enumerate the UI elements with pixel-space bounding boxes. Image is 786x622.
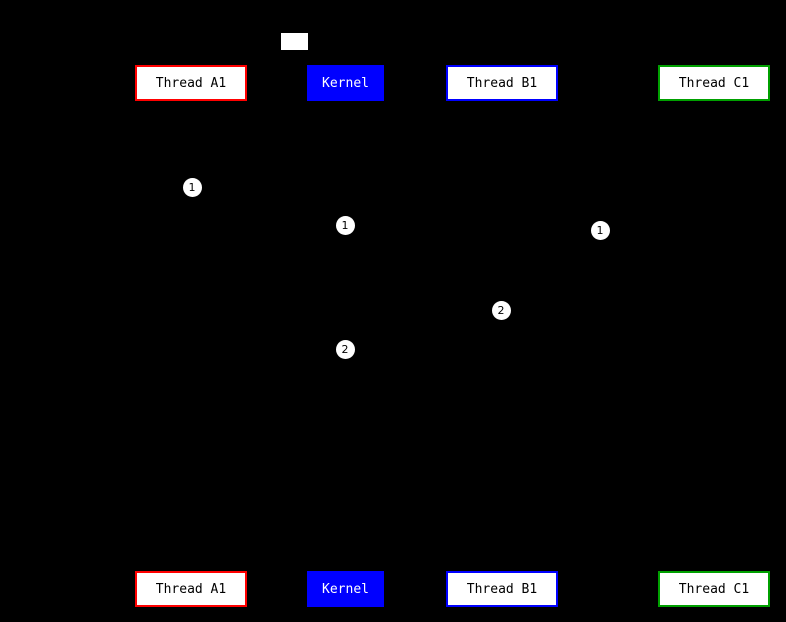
lifeline-kernel [345, 101, 346, 571]
participant-thread-a1-bottom: Thread A1 [135, 571, 247, 607]
white-note-box [281, 33, 308, 50]
step-marker-2: 2 [491, 300, 511, 320]
lifeline-thread-a1 [190, 101, 192, 571]
participant-thread-c1-top: Thread C1 [658, 65, 770, 101]
participant-thread-a1-top: Thread A1 [135, 65, 247, 101]
participant-kernel-bottom: Kernel [307, 571, 384, 607]
step-marker-1: 1 [590, 220, 610, 240]
step-marker-1: 1 [335, 215, 355, 235]
lifeline-thread-c1 [713, 101, 715, 571]
participant-thread-c1-bottom: Thread C1 [658, 571, 770, 607]
step-marker-2: 2 [335, 339, 355, 359]
lifeline-thread-b1 [501, 101, 503, 571]
participant-thread-b1-top: Thread B1 [446, 65, 558, 101]
step-marker-1: 1 [182, 177, 202, 197]
participant-kernel-top: Kernel [307, 65, 384, 101]
participant-thread-b1-bottom: Thread B1 [446, 571, 558, 607]
